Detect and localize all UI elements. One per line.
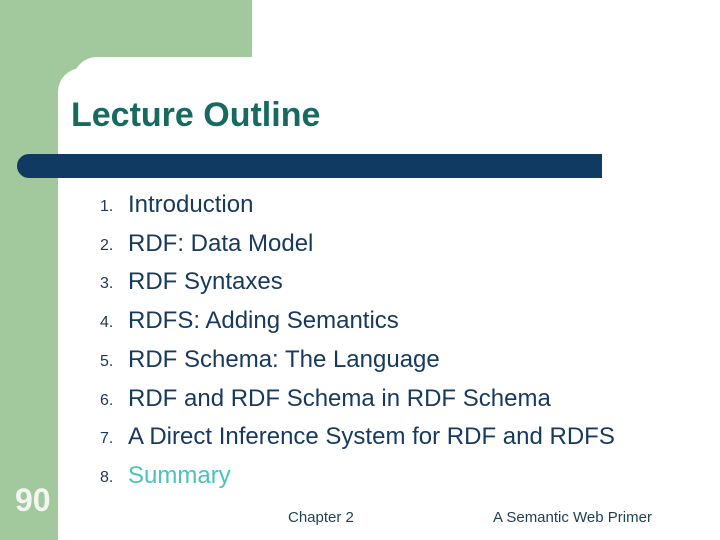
outline-item-7: 7. A Direct Inference System for RDF and… <box>100 416 700 455</box>
outline-item-number: 7. <box>100 430 114 448</box>
outline-item-label: RDF and RDF Schema in RDF Schema <box>128 384 551 412</box>
content-panel-front-layer <box>58 68 720 540</box>
title-underline-bar <box>17 154 602 178</box>
footer-chapter: Chapter 2 <box>288 509 354 526</box>
outline-item-6: 6. RDF and RDF Schema in RDF Schema <box>100 377 700 416</box>
outline-list: 1. Introduction 2. RDF: Data Model 3. RD… <box>100 183 700 493</box>
outline-item-2: 2. RDF: Data Model <box>100 222 700 261</box>
outline-item-number: 4. <box>100 314 114 331</box>
outline-item-label: RDF Syntaxes <box>128 268 283 296</box>
outline-item-label: Introduction <box>128 190 254 218</box>
outline-item-8: 8. Summary <box>100 454 700 493</box>
outline-item-label: RDF Schema: The Language <box>128 345 440 373</box>
outline-item-3: 3. RDF Syntaxes <box>100 261 700 300</box>
outline-item-number: 6. <box>100 391 114 409</box>
outline-item-label: Summary <box>128 462 231 489</box>
outline-item-label: RDF: Data Model <box>128 229 314 257</box>
outline-item-number: 8. <box>100 469 114 486</box>
outline-item-number: 5. <box>100 352 114 370</box>
outline-item-5: 5. RDF Schema: The Language <box>100 338 700 377</box>
slide-title: Lecture Outline <box>71 96 321 134</box>
outline-item-number: 1. <box>100 197 114 215</box>
outline-item-number: 3. <box>100 275 114 293</box>
outline-item-4: 4. RDFS: Adding Semantics <box>100 299 700 338</box>
outline-item-1: 1. Introduction <box>100 183 700 222</box>
page-number: 90 <box>15 482 51 518</box>
outline-item-label: A Direct Inference System for RDF and RD… <box>128 423 615 451</box>
footer-book-title: A Semantic Web Primer <box>493 509 652 526</box>
outline-item-label: RDFS: Adding Semantics <box>128 307 399 334</box>
outline-item-number: 2. <box>100 236 114 254</box>
